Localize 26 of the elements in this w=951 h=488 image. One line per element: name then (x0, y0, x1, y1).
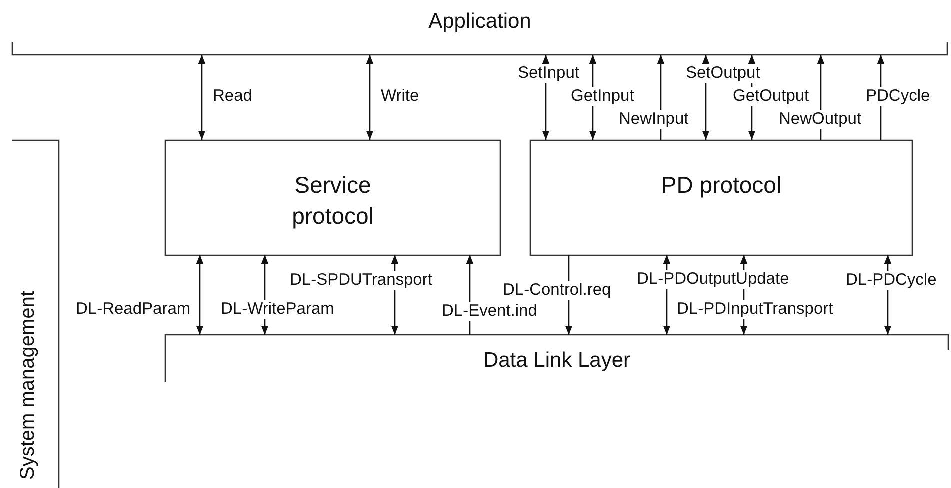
edge-label: DL-Event.ind (441, 302, 538, 321)
edge-label: GetOutput (732, 87, 810, 106)
node-label: PD protocol (660, 171, 783, 200)
edge-label: DL-Control.req (502, 281, 612, 300)
edge-label: DL-WriteParam (220, 300, 336, 319)
edge-label: PDCycle (865, 87, 932, 106)
edge-label: NewOutput (778, 110, 863, 129)
edge-label: NewInput (618, 110, 690, 129)
edge-label: SetInput (517, 64, 580, 83)
arrow (366, 55, 374, 140)
node-label: Application (428, 10, 532, 34)
node-label: System management (16, 291, 40, 480)
node-label: Service protocol (291, 171, 375, 231)
edge-label: DL-PDInputTransport (676, 300, 834, 319)
process-box (530, 140, 913, 256)
layer-band (165, 334, 949, 382)
edge-label: DL-PDOutputUpdate (636, 270, 790, 289)
edge-label: GetInput (570, 87, 636, 106)
edge-label: DL-SPDUTransport (289, 271, 434, 290)
layer-band (12, 140, 60, 488)
edge-label: SetOutput (685, 64, 762, 83)
arrow (196, 255, 204, 335)
process-box (165, 140, 501, 256)
node-label: Data Link Layer (482, 349, 632, 373)
arrow (198, 55, 206, 140)
edge-label: DL-PDCycle (845, 271, 938, 290)
